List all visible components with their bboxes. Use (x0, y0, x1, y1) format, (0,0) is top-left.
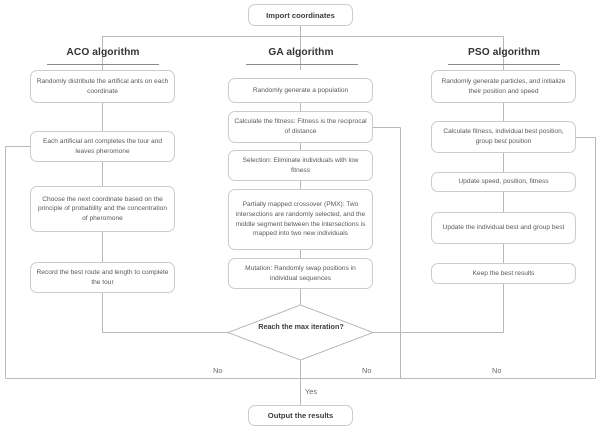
node-pso-step-3[interactable]: Update speed, position, fitness (431, 172, 576, 192)
decision-label[interactable]: Reach the max iteration? (258, 322, 344, 331)
node-ga-step-3[interactable]: Selection: Eliminate individuals with lo… (228, 150, 373, 181)
node-label: Output the results (267, 411, 334, 420)
column-rule-pso (448, 64, 560, 65)
node-ga-step-1[interactable]: Randomly generate a population (228, 78, 373, 103)
node-label: Partially mapped crossover (PMX): Two in… (235, 201, 366, 238)
column-rule-ga (246, 64, 358, 65)
node-pso-step-1[interactable]: Randomly generate particles, and initial… (431, 70, 576, 103)
node-label: Calculate the fitness: Fitness is the re… (234, 118, 367, 135)
node-ga-step-4[interactable]: Partially mapped crossover (PMX): Two in… (228, 189, 373, 250)
node-pso-step-5[interactable]: Keep the best results (431, 263, 576, 284)
column-rule-aco (47, 64, 159, 65)
node-label: Import coordinates (266, 10, 335, 20)
column-title-ga: GA algorithm (268, 47, 334, 58)
node-label: Update the individual best and group bes… (442, 224, 565, 232)
node-label: Randomly generate a population (252, 86, 349, 94)
decision-diamond-outline (226, 304, 375, 361)
node-pso-step-2[interactable]: Calculate fitness, individual best posit… (431, 121, 576, 153)
edge-label-yes: Yes (305, 387, 318, 396)
node-label: Randomly generate particles, and initial… (441, 77, 566, 95)
node-label: Record the best route and length to comp… (36, 268, 169, 286)
edge-label-no-middle: No (362, 366, 372, 375)
node-output-results[interactable]: Output the results (248, 405, 353, 426)
node-label: Randomly distribute the artifical ants o… (36, 77, 169, 95)
node-aco-step-2[interactable]: Each artificial ant completes the tour a… (30, 131, 175, 162)
node-aco-step-3[interactable]: Choose the next coordinate based on the … (30, 186, 175, 232)
node-label: Keep the best results (472, 269, 535, 277)
edge-label-no-right: No (492, 366, 502, 375)
node-import-coordinates[interactable]: Import coordinates (248, 4, 353, 26)
node-label: Each artificial ant completes the tour a… (42, 137, 163, 155)
node-ga-step-2[interactable]: Calculate the fitness: Fitness is the re… (228, 111, 373, 143)
node-label: Choose the next coordinate based on the … (37, 195, 168, 222)
column-title-pso: PSO algorithm (467, 47, 541, 58)
node-pso-step-4[interactable]: Update the individual best and group bes… (431, 212, 576, 244)
node-aco-step-4[interactable]: Record the best route and length to comp… (30, 262, 175, 293)
node-ga-step-5[interactable]: Mutation: Randomly swap positions in ind… (228, 258, 373, 289)
node-label: Calculate fitness, individual best posit… (443, 128, 564, 145)
edge-label-no-left: No (213, 366, 223, 375)
column-title-aco: ACO algorithm (66, 47, 140, 58)
node-label: Update speed, position, fitness (458, 178, 549, 186)
node-label: Selection: Eliminate individuals with lo… (242, 156, 359, 174)
node-aco-step-1[interactable]: Randomly distribute the artifical ants o… (30, 70, 175, 103)
node-label: Mutation: Randomly swap positions in ind… (245, 264, 356, 282)
